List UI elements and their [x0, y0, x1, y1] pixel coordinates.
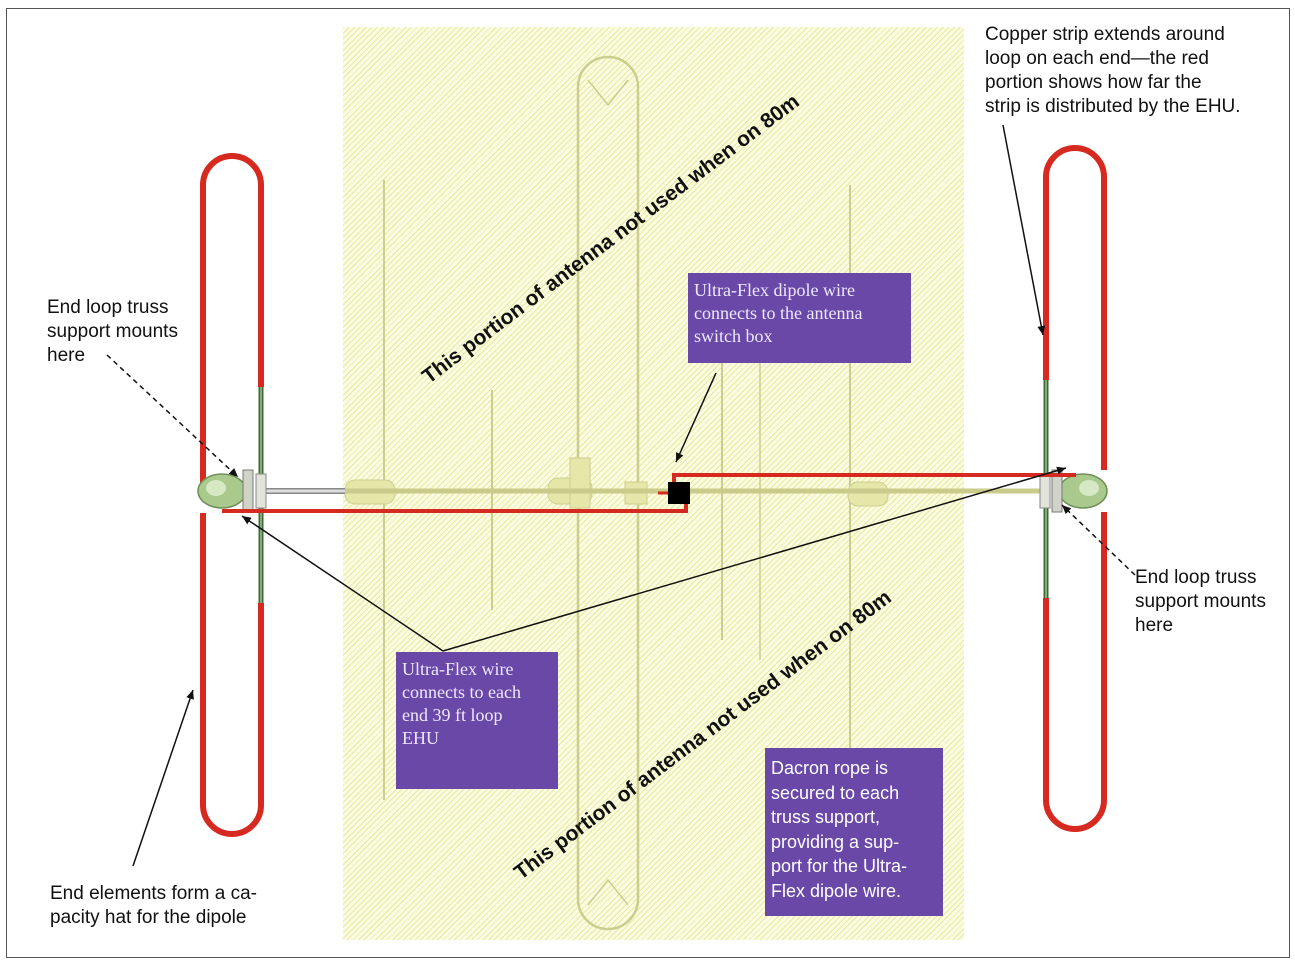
wire-loop-callout: Ultra-Flex wire connects to each end 39 … — [396, 652, 558, 789]
right-end-loop — [1039, 145, 1108, 832]
left-end-loop — [197, 153, 267, 837]
copper-strip-note: Copper strip extends around loop on each… — [985, 24, 1241, 117]
dacron-rope-callout: Dacron rope is secured to each truss sup… — [765, 748, 943, 916]
end-loop-support-note-left: End loop truss support mounts here — [47, 297, 178, 366]
capacity-hat-note: End elements form a ca- pacity hat for t… — [50, 883, 257, 928]
leader-lines — [106, 124, 1136, 867]
antenna-switch-box — [668, 482, 690, 504]
diagram-frame — [6, 8, 1290, 958]
dipole-switch-callout: Ultra-Flex dipole wire connects to the a… — [688, 273, 911, 363]
end-loop-support-note-right: End loop truss support mounts here — [1135, 567, 1266, 636]
